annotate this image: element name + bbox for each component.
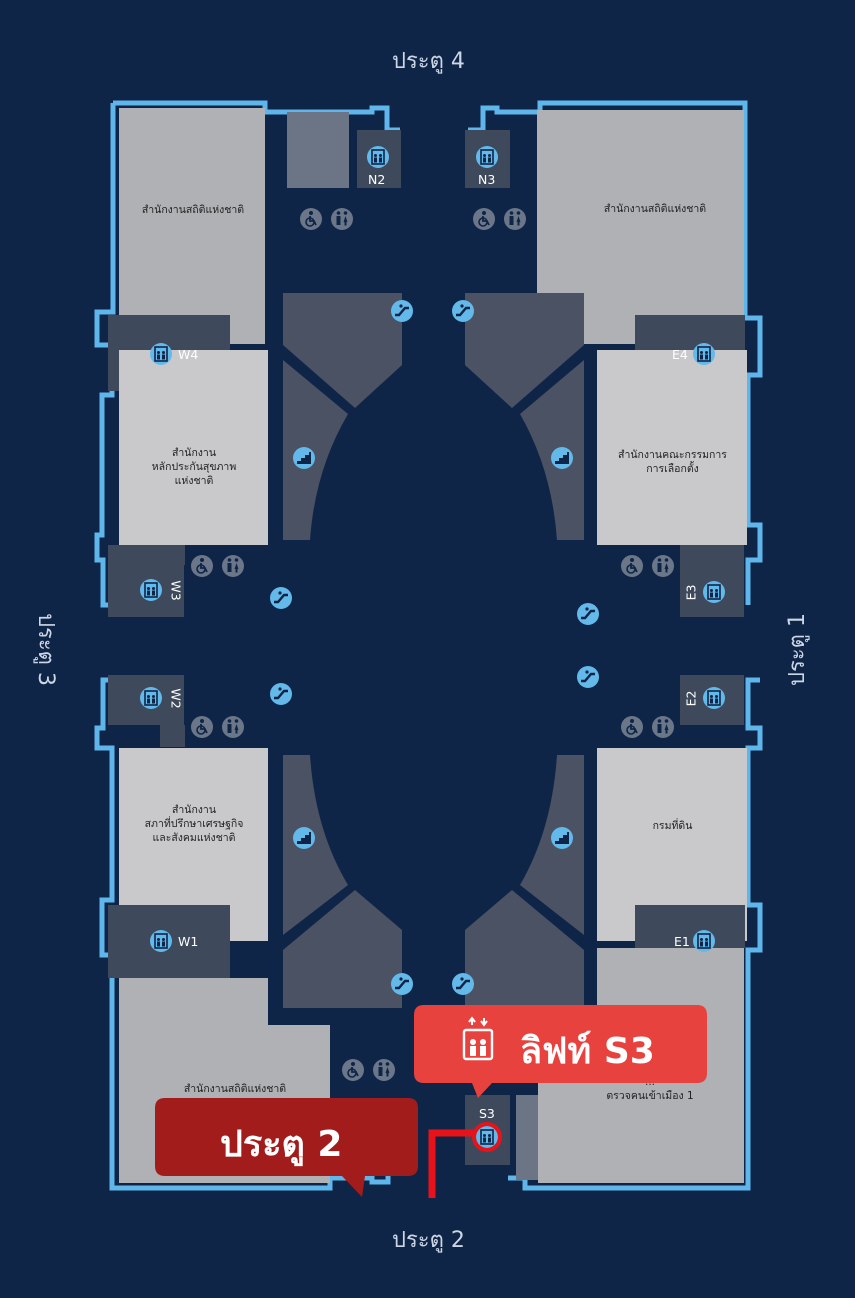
elevator-icon [702,686,726,710]
lift-code-e4: E4 [672,347,688,362]
gate-callout-text: ประตู 2 [220,1124,343,1165]
lift-code-e2: E2 [683,690,699,707]
lift-code-w4: W4 [178,347,199,362]
room-label-w-lower: สำนักงานสภาที่ปรึกษาเศรษฐกิจและสังคมแห่ง… [144,804,244,844]
room-label-e-lower: กรมที่ดิน [652,820,693,832]
service-room-n [287,112,349,188]
elevator-icon [149,342,173,366]
elevator-icon [692,929,716,953]
lift-block-e1 [635,905,745,948]
room-label-w-upper: สำนักงานหลักประกันสุขภาพแห่งชาติ [151,447,237,487]
lift-code-n2: N2 [368,172,386,187]
lift-code-w2: W2 [168,688,184,709]
room-label-se: ...ตรวจคนเข้าเมือง 1 [606,1076,694,1102]
lift-callout-text: ลิฟท์ S3 [520,1031,655,1072]
room-label-ne: สำนักงานสถิติแห่งชาติ [603,203,707,215]
stairs-icons [293,447,573,849]
elevator-icon [475,145,499,169]
elevator-icon [139,686,163,710]
gate-callout-bubble [155,1098,418,1197]
room-w-upper [119,350,268,545]
elevator-icon [462,1016,494,1061]
lift-code-w1: W1 [178,934,199,949]
lift-code-w3: W3 [168,580,184,601]
elevator-icon [139,578,163,602]
lift-callout-bubble [414,1005,707,1098]
elevator-icon [475,1125,499,1149]
room-label-nw: สำนักงานสถิติแห่งชาติ [141,204,245,216]
elevator-icon [702,580,726,604]
atrium-wings [283,293,584,1008]
room-nw [119,108,265,344]
highlight-ring [472,1122,502,1152]
route-line [428,1129,475,1198]
room-label-e-upper: สำนักงานคณะกรรมการการเลือกตั้ง [618,449,727,475]
elevator-icon [692,342,716,366]
elevator-icon [366,145,390,169]
lift-code-s3: S3 [479,1106,495,1121]
lift-code-n3: N3 [478,172,496,187]
elevator-icon [149,929,173,953]
lift-code-e1: E1 [674,934,690,949]
lift-code-e3: E3 [683,584,699,601]
gate-1-label: ประตู 1 [784,613,810,686]
gate-2-label: ประตู 2 [392,1228,465,1253]
room-label-sw: สำนักงานสถิติแห่งชาติ [183,1083,287,1095]
gate-3-label: ประตู 3 [32,613,58,686]
room-e-upper [597,350,747,545]
lift-block-e3 [680,545,744,617]
gate-4-label: ประตู 4 [392,49,465,74]
